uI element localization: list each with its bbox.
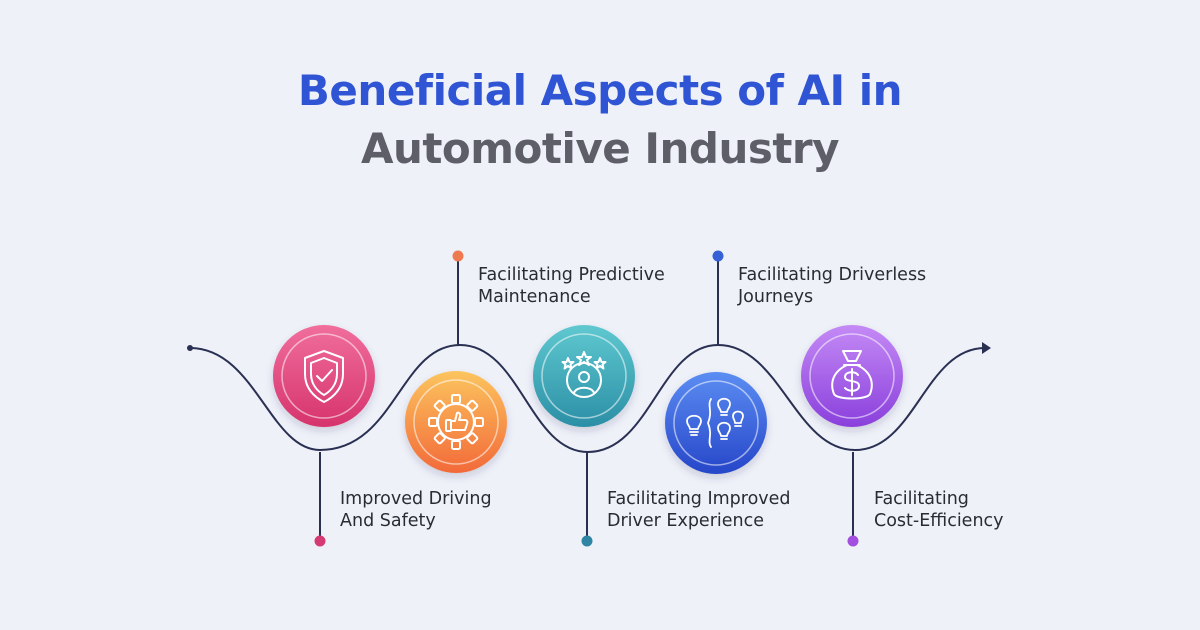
- label-cost-efficiency-line-1: Facilitating: [874, 489, 969, 509]
- label-improved-driving-line-1: Improved Driving: [340, 489, 492, 509]
- stem-dot-driverless-journeys: [712, 250, 724, 262]
- step-circle-predictive-maintenance: [405, 371, 507, 473]
- wave-end-arrow-icon: [982, 342, 991, 354]
- label-improved-driving-line-2: And Safety: [340, 511, 436, 531]
- label-driverless-journeys: Facilitating Driverless Journeys: [738, 264, 926, 308]
- label-improved-driving: Improved Driving And Safety: [340, 488, 492, 532]
- shield-check-icon: [304, 350, 344, 403]
- label-driverless-journeys-line-1: Facilitating Driverless: [738, 265, 927, 285]
- step-circle-cost-efficiency: [801, 325, 903, 427]
- label-driver-experience-line-1: Facilitating Improved: [607, 489, 791, 509]
- step-circle-improved-driving: [273, 325, 375, 427]
- title-line-1: Beneficial Aspects of AI in: [297, 66, 903, 115]
- label-driver-experience: Facilitating Improved Driver Experience: [607, 488, 791, 532]
- person-stars-icon: [561, 351, 607, 398]
- step-circle-driver-experience: [533, 325, 635, 427]
- label-predictive-maintenance: Facilitating Predictive Maintenance: [478, 264, 665, 308]
- label-cost-efficiency: Facilitating Cost-Efficiency: [874, 488, 1004, 532]
- title-line-2: Automotive Industry: [360, 124, 840, 173]
- stem-dot-improved-driving: [314, 535, 326, 547]
- label-cost-efficiency-line-2: Cost-Efficiency: [874, 511, 1004, 531]
- stem-dot-predictive-maintenance: [452, 250, 464, 262]
- gear-thumbs-up-icon: [428, 394, 484, 450]
- stem-dot-cost-efficiency: [847, 535, 859, 547]
- money-bag-icon: [831, 350, 873, 400]
- label-predictive-maintenance-line-2: Maintenance: [478, 287, 591, 307]
- label-predictive-maintenance-line-1: Facilitating Predictive: [478, 265, 665, 285]
- label-driverless-journeys-line-2: Journeys: [738, 287, 814, 307]
- step-circle-driverless-journeys: [665, 372, 767, 474]
- lightbulbs-icon: [686, 397, 744, 448]
- wave-start-dot: [187, 345, 193, 351]
- label-driver-experience-line-2: Driver Experience: [607, 511, 765, 531]
- stem-dot-driver-experience: [581, 535, 593, 547]
